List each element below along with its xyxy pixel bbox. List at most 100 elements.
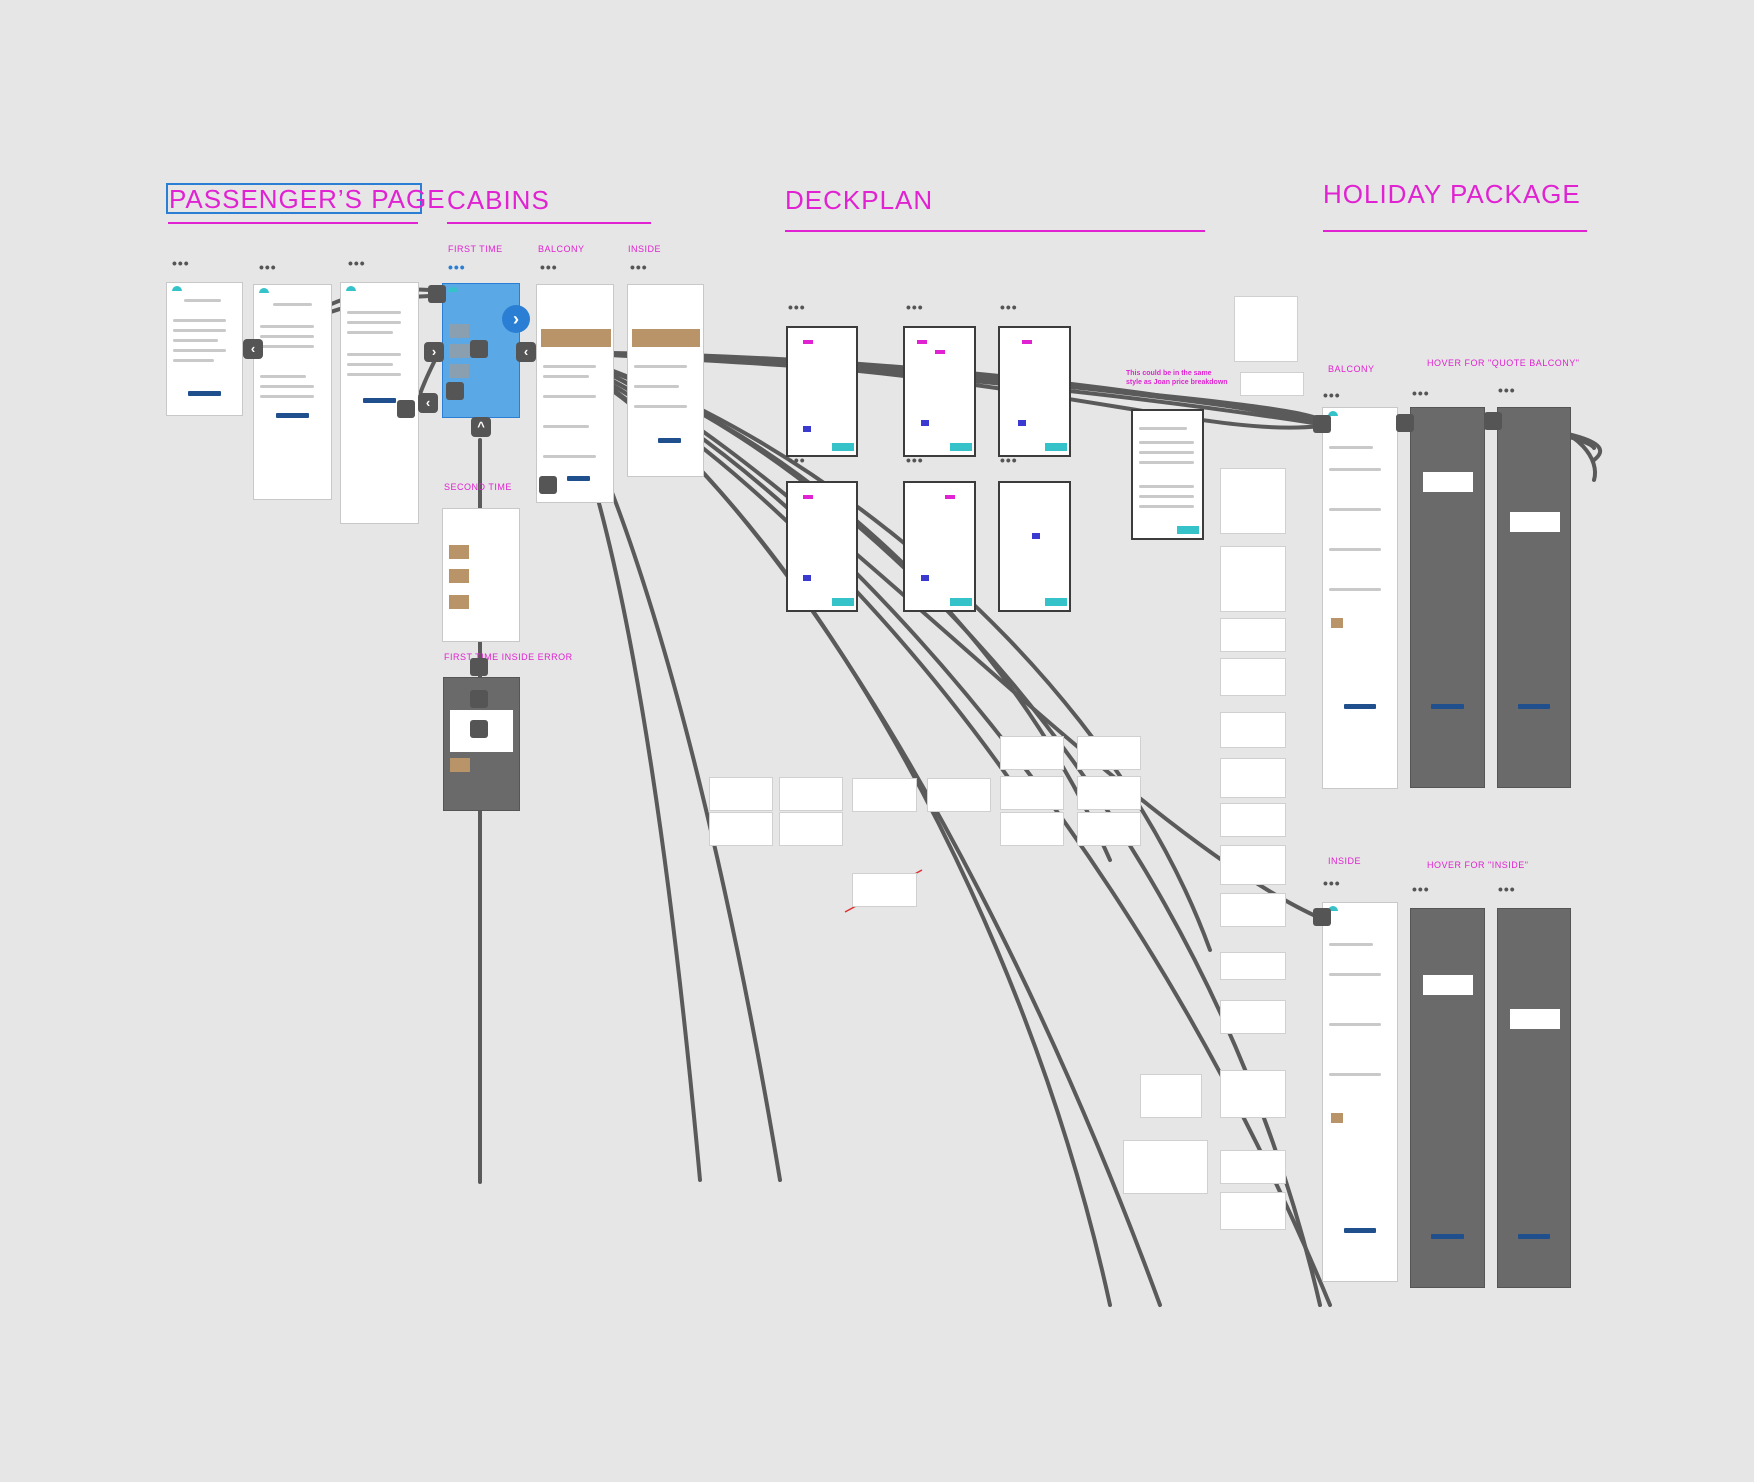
quote-card[interactable] <box>927 778 991 812</box>
continue-button[interactable] <box>188 391 221 397</box>
passenger-frame[interactable] <box>166 282 243 416</box>
quote-card[interactable] <box>1220 758 1286 798</box>
quote-card[interactable] <box>1077 776 1141 810</box>
frame-menu-dots[interactable]: ••• <box>1323 875 1341 891</box>
deckplan-frame[interactable] <box>786 481 858 612</box>
quote-card[interactable] <box>1077 812 1141 846</box>
quote-card[interactable] <box>852 873 917 907</box>
frame-menu-dots[interactable]: ••• <box>259 259 277 275</box>
annotation-note: This could be in the same style as Joan … <box>1126 370 1228 386</box>
quote-card[interactable] <box>1220 468 1286 534</box>
up-arrow-handle[interactable]: ^ <box>471 417 491 437</box>
brand-logo <box>448 287 458 292</box>
quote-card[interactable] <box>1220 1192 1286 1230</box>
connector-plug[interactable] <box>1396 414 1414 432</box>
deckplan-frame[interactable] <box>998 326 1071 457</box>
continue-button[interactable] <box>1518 1234 1550 1240</box>
quote-card[interactable] <box>1220 1070 1286 1118</box>
holiday-hover-frame[interactable] <box>1497 908 1571 1288</box>
frame-menu-dots[interactable]: ••• <box>1000 299 1018 315</box>
connector-plug[interactable] <box>1484 412 1502 430</box>
cabin-frame-second-time[interactable] <box>442 508 520 642</box>
frame-menu-dots[interactable]: ••• <box>1323 387 1341 403</box>
quote-card[interactable] <box>1220 803 1286 837</box>
quote-card[interactable] <box>1140 1074 1202 1118</box>
holiday-hover-frame[interactable] <box>1497 407 1571 788</box>
brand-logo <box>172 286 182 291</box>
quote-card[interactable] <box>709 777 773 811</box>
connector-plug[interactable] <box>470 720 488 738</box>
frame-menu-dots[interactable]: ••• <box>1498 382 1516 398</box>
frame-menu-dots[interactable]: ••• <box>906 299 924 315</box>
select-button[interactable] <box>567 475 591 481</box>
connector-plug[interactable] <box>1313 908 1331 926</box>
connector-plug[interactable] <box>397 400 415 418</box>
continue-button[interactable] <box>1343 704 1377 710</box>
quote-card[interactable] <box>1220 658 1286 696</box>
quote-card[interactable] <box>1000 736 1064 770</box>
holiday-balcony-frame[interactable] <box>1322 407 1398 789</box>
connector-plug[interactable] <box>470 690 488 708</box>
quote-card[interactable] <box>852 778 917 812</box>
deckplan-frame[interactable] <box>786 326 858 457</box>
frame-menu-dots[interactable]: ••• <box>788 299 806 315</box>
quote-card[interactable] <box>1220 845 1286 885</box>
forward-arrow-handle[interactable]: › <box>424 342 444 362</box>
quote-card[interactable] <box>1220 618 1286 652</box>
connector-plug[interactable] <box>470 340 488 358</box>
frame-menu-dots[interactable]: ••• <box>448 259 466 275</box>
quote-card[interactable] <box>1220 893 1286 927</box>
deckplan-frame[interactable] <box>998 481 1071 612</box>
continue-button[interactable] <box>1518 703 1550 709</box>
connector-plug[interactable] <box>446 382 464 400</box>
label-first-time: FIRST TIME <box>448 244 503 254</box>
connector-plug[interactable] <box>539 476 557 494</box>
frame-menu-dots[interactable]: ••• <box>1498 881 1516 897</box>
frame-menu-dots[interactable]: ••• <box>1412 881 1430 897</box>
continue-button[interactable] <box>275 413 310 419</box>
connector-plug[interactable] <box>1313 415 1331 433</box>
next-arrow-handle[interactable]: › <box>502 305 530 333</box>
cabin-frame-inside[interactable] <box>627 284 704 477</box>
quote-card[interactable] <box>709 812 773 846</box>
frame-menu-dots[interactable]: ••• <box>1412 385 1430 401</box>
label-second-time: SECOND TIME <box>444 482 512 492</box>
quote-card[interactable] <box>1077 736 1141 770</box>
cabin-frame-balcony[interactable] <box>536 284 614 503</box>
quote-card[interactable] <box>1000 812 1064 846</box>
quote-card[interactable] <box>1000 776 1064 810</box>
deckplan-frame[interactable] <box>903 326 976 457</box>
quote-card[interactable] <box>1220 546 1286 612</box>
holiday-inside-frame[interactable] <box>1322 902 1398 1282</box>
back-arrow-handle[interactable]: ‹ <box>418 393 438 413</box>
quote-card[interactable] <box>1123 1140 1208 1194</box>
continue-button[interactable] <box>362 398 397 404</box>
continue-button[interactable] <box>1431 703 1464 709</box>
quote-card[interactable] <box>1234 296 1298 362</box>
back-arrow-handle[interactable]: ‹ <box>243 339 263 359</box>
quote-card[interactable] <box>1220 952 1286 980</box>
holiday-hover-frame[interactable] <box>1410 407 1485 788</box>
quote-card[interactable] <box>1220 1150 1286 1184</box>
frame-menu-dots[interactable]: ••• <box>172 255 190 271</box>
connector-plug[interactable] <box>428 285 446 303</box>
quote-card[interactable] <box>1240 372 1304 396</box>
holiday-hover-frame[interactable] <box>1410 908 1485 1288</box>
deckplan-frame[interactable] <box>903 481 976 612</box>
quote-card[interactable] <box>779 777 843 811</box>
frame-menu-dots[interactable]: ••• <box>630 259 648 275</box>
section-underline <box>168 222 418 224</box>
continue-button[interactable] <box>1431 1234 1464 1240</box>
quote-card[interactable] <box>1220 712 1286 748</box>
back-arrow-handle[interactable]: ‹ <box>516 342 536 362</box>
continue-button[interactable] <box>1343 1228 1377 1234</box>
passenger-frame[interactable] <box>253 284 332 500</box>
label-hover-inside: HOVER FOR "INSIDE" <box>1427 860 1529 870</box>
select-button[interactable] <box>658 437 681 443</box>
connector-plug[interactable] <box>470 658 488 676</box>
frame-menu-dots[interactable]: ••• <box>348 255 366 271</box>
frame-menu-dots[interactable]: ••• <box>540 259 558 275</box>
price-breakdown-frame[interactable] <box>1131 409 1204 540</box>
quote-card[interactable] <box>779 812 843 846</box>
quote-card[interactable] <box>1220 1000 1286 1034</box>
